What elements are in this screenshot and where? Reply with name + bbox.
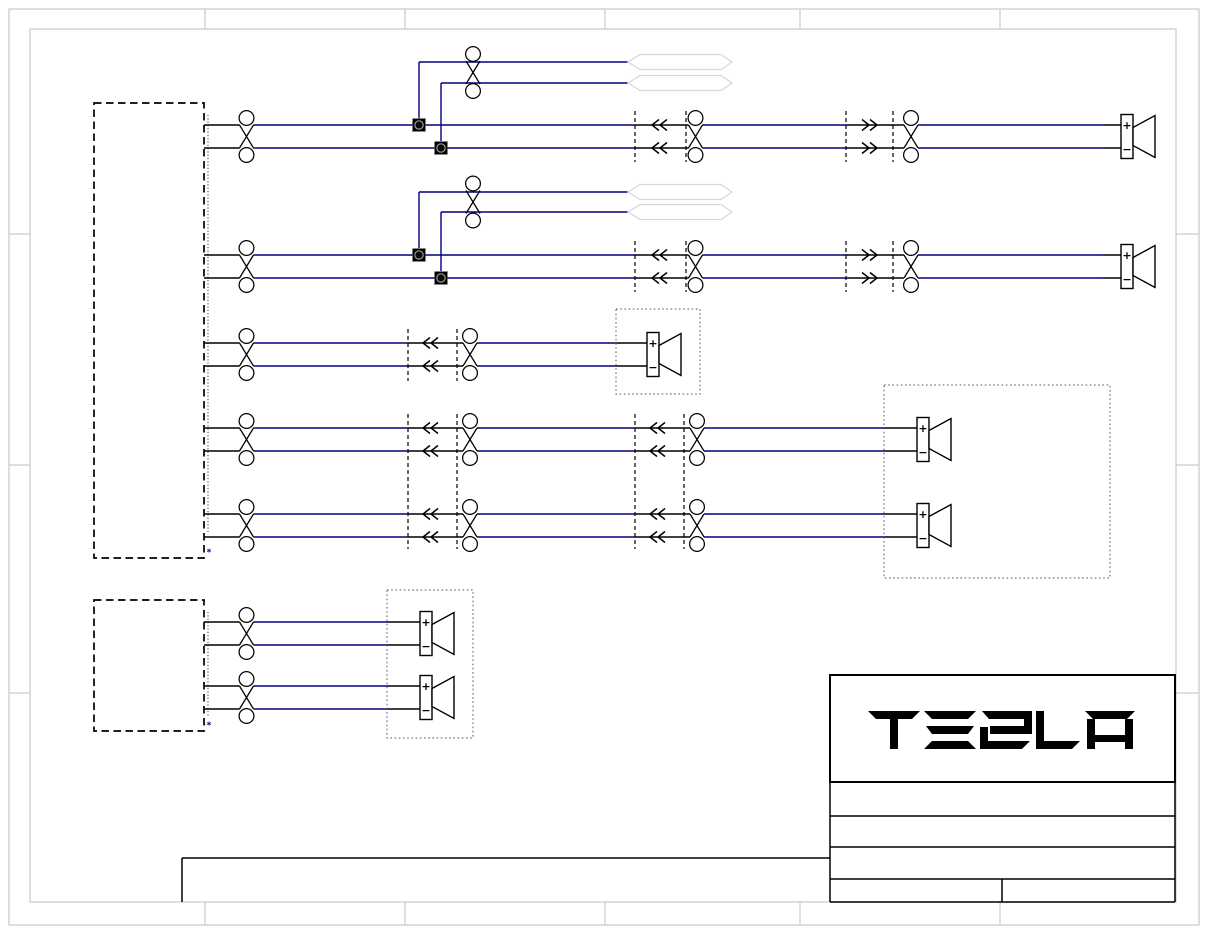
rows-4-5-connector-boundaries — [407, 414, 685, 549]
sheet-frame — [8, 8, 1200, 926]
title-block — [829, 674, 1176, 903]
speaker — [916, 502, 952, 549]
twisted-pair — [688, 412, 706, 467]
zone-ticks-right — [1176, 233, 1199, 694]
splice — [411, 117, 427, 133]
twisted-pair — [461, 498, 479, 553]
zone-ticks-top — [204, 9, 1001, 29]
speaker — [1120, 243, 1156, 290]
twisted-pair — [238, 327, 255, 382]
circuit-row-7 — [204, 670, 455, 725]
twisted-pair — [238, 412, 255, 467]
offpage-flag — [627, 74, 733, 92]
twisted-pair — [238, 498, 255, 553]
bottom-speakers-box — [386, 589, 474, 739]
circuit-row-5 — [204, 498, 952, 553]
notes-strip — [181, 857, 830, 902]
twisted-pair — [238, 239, 255, 294]
circuit-row-3 — [204, 308, 701, 395]
twisted-pair — [238, 109, 255, 164]
tesla-logo — [868, 711, 1135, 749]
amplifier-box: * — [93, 102, 212, 559]
center-speaker-box — [615, 308, 701, 395]
rear-speakers-box — [883, 384, 1111, 579]
splice — [433, 270, 449, 286]
twisted-pair — [238, 670, 255, 725]
twisted-pair — [902, 109, 920, 164]
splice — [411, 247, 427, 263]
twisted-pair — [461, 327, 479, 382]
twisted-pair — [464, 45, 482, 100]
circuit-row-6 — [204, 606, 455, 661]
circuit-row-2 — [204, 175, 1156, 294]
twisted-pair — [902, 239, 920, 294]
offpage-flag — [627, 53, 733, 71]
note-asterisk: * — [207, 721, 212, 731]
outer-border — [8, 8, 1200, 926]
offpage-flag — [627, 203, 733, 221]
twisted-pair — [687, 109, 704, 164]
offpage-flag — [627, 183, 733, 201]
secondary-unit-outline — [93, 599, 205, 732]
secondary-unit-box: * — [93, 599, 212, 732]
note-asterisk: * — [207, 548, 212, 558]
twisted-pair — [687, 239, 704, 294]
circuit-row-4 — [204, 412, 952, 467]
zone-ticks-bottom — [204, 902, 1001, 925]
speaker — [646, 331, 682, 378]
speaker — [916, 416, 952, 463]
speaker — [1120, 113, 1156, 160]
speaker — [419, 674, 455, 721]
zone-ticks-left — [9, 233, 30, 694]
circuit-row-1 — [204, 45, 1156, 164]
twisted-pair — [688, 498, 706, 553]
twisted-pair — [464, 175, 482, 229]
amplifier-outline — [93, 102, 205, 559]
twisted-pair — [238, 606, 255, 661]
splice — [433, 140, 449, 156]
speaker — [419, 610, 455, 657]
twisted-pair — [461, 412, 479, 467]
